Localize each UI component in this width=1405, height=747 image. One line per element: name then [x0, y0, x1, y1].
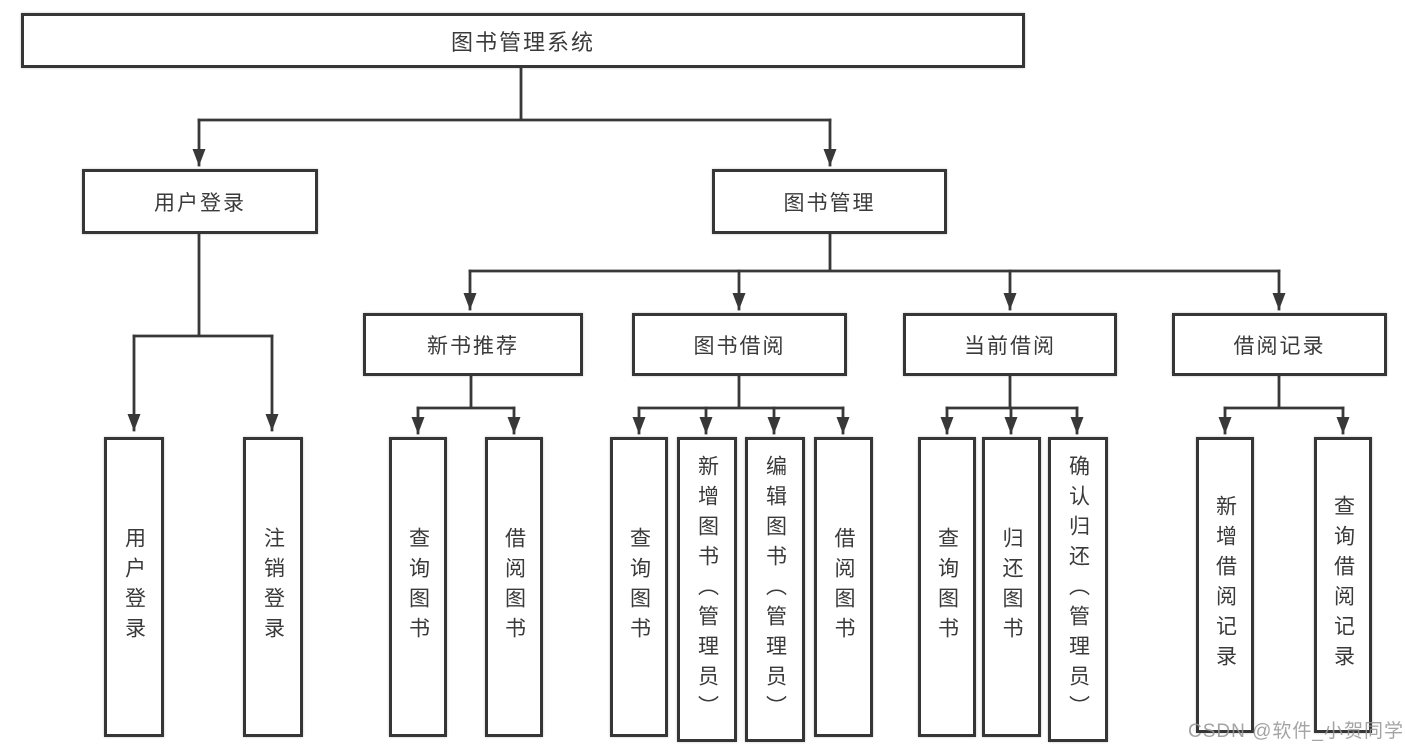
leaf-borrow-edit-books-admin-label: 编辑图书（管理员） [763, 454, 787, 725]
leaf-current-query-books: 查询图书 [918, 437, 976, 737]
leaf-borrow-borrow-books-label: 借阅图书 [832, 527, 855, 647]
node-borrowing-records: 借阅记录 [1172, 313, 1387, 376]
leaf-current-return-books-label: 归还图书 [1000, 527, 1023, 647]
leaf-newbook-borrow-books-label: 借阅图书 [502, 527, 526, 647]
node-current-borrowing-label: 当前借阅 [964, 334, 1056, 358]
node-user-login: 用户登录 [82, 169, 318, 234]
connectors-group [127, 66, 1350, 435]
leaf-logout-label: 注销登录 [261, 527, 285, 647]
leaf-borrow-add-books-admin: 新增图书（管理员） [677, 437, 737, 742]
leaf-borrow-query-books-label: 查询图书 [627, 527, 651, 647]
leaf-records-add-record: 新增借阅记录 [1196, 437, 1254, 733]
leaf-newbook-query-books-label: 查询图书 [406, 527, 430, 647]
leaf-logout: 注销登录 [243, 437, 303, 737]
leaf-user-login: 用户登录 [104, 437, 164, 737]
leaf-current-confirm-return-admin-label: 确认归还（管理员） [1066, 454, 1090, 725]
node-library-system: 图书管理系统 [21, 13, 1025, 68]
node-user-login-label: 用户登录 [154, 191, 246, 215]
leaf-current-query-books-label: 查询图书 [935, 527, 959, 647]
leaf-borrow-edit-books-admin: 编辑图书（管理员） [745, 437, 805, 742]
watermark-text: CSDN @软件_小贺同学 [1188, 721, 1404, 742]
leaf-records-query-record-label: 查询借阅记录 [1331, 495, 1355, 675]
leaf-records-add-record-label: 新增借阅记录 [1213, 495, 1237, 675]
node-new-book-recommend: 新书推荐 [363, 313, 583, 376]
leaf-current-confirm-return-admin: 确认归还（管理员） [1048, 437, 1108, 742]
node-library-system-label: 图书管理系统 [450, 29, 595, 55]
leaf-borrow-add-books-admin-label: 新增图书（管理员） [695, 454, 719, 725]
node-book-borrowing: 图书借阅 [632, 313, 847, 376]
node-new-book-recommend-label: 新书推荐 [427, 334, 519, 358]
node-current-borrowing: 当前借阅 [903, 313, 1117, 376]
leaf-newbook-query-books: 查询图书 [389, 437, 447, 737]
leaf-borrow-borrow-books: 借阅图书 [814, 437, 873, 737]
node-book-borrowing-label: 图书借阅 [693, 334, 786, 358]
leaf-records-query-record: 查询借阅记录 [1314, 437, 1372, 733]
node-book-management-label: 图书管理 [783, 191, 876, 215]
node-borrowing-records-label: 借阅记录 [1233, 334, 1326, 358]
node-book-management: 图书管理 [712, 169, 947, 234]
leaf-current-return-books: 归还图书 [982, 437, 1041, 737]
leaf-user-login-label: 用户登录 [122, 527, 146, 647]
leaf-newbook-borrow-books: 借阅图书 [485, 437, 543, 737]
leaf-borrow-query-books: 查询图书 [610, 437, 668, 737]
